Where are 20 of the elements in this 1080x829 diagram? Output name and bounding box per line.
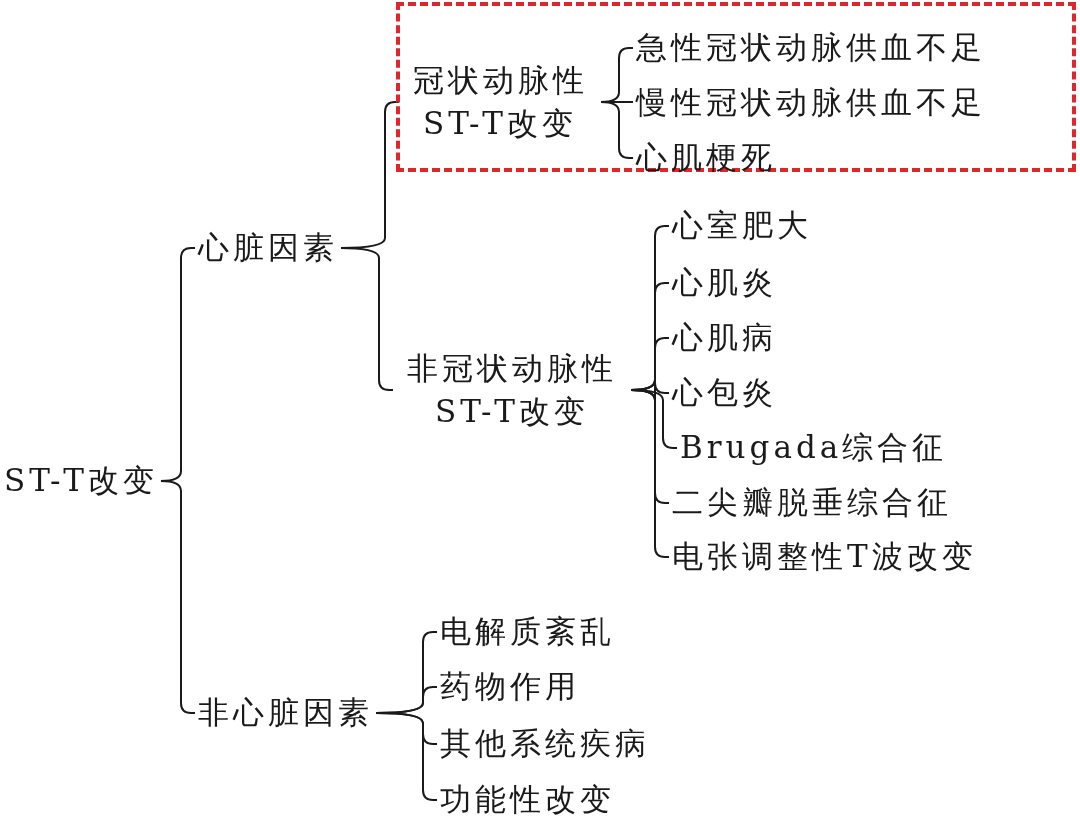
category-label: 心室肥大 xyxy=(672,204,812,248)
category-label: 心脏因素 xyxy=(198,226,338,270)
category-label: 慢性冠状动脉供血不足 xyxy=(636,81,986,125)
category-label: 非冠状动脉性ST-T改变 xyxy=(396,346,628,434)
category-label: Brugada综合征 xyxy=(680,426,948,470)
category-label: 功能性改变 xyxy=(440,778,615,822)
category-label: 二尖瓣脱垂综合征 xyxy=(672,481,952,525)
category-label: 非心脏因素 xyxy=(198,691,373,735)
category-label: 电解质紊乱 xyxy=(440,610,615,654)
category-label: 心肌炎 xyxy=(672,261,777,305)
category-label: 电张调整性T波改变 xyxy=(672,535,977,579)
category-label: 药物作用 xyxy=(440,665,580,709)
dashed-highlight-frame xyxy=(396,2,1076,172)
category-label: ST-T改变 xyxy=(4,459,158,503)
category-label: 心肌梗死 xyxy=(636,136,776,180)
category-label: 心肌病 xyxy=(672,316,777,360)
category-label: 心包炎 xyxy=(672,371,777,415)
category-label: 冠状动脉性ST-T改变 xyxy=(402,58,598,146)
category-label: 其他系统疾病 xyxy=(440,722,650,766)
category-label: 急性冠状动脉供血不足 xyxy=(636,26,986,70)
